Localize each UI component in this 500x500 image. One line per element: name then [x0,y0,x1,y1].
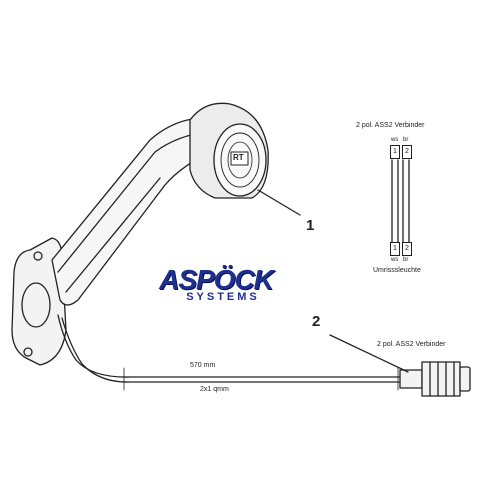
brand-logo: ASPÖCK SYSTEMS [146,264,286,306]
top-pin-1: 1 [390,145,400,159]
callout-1-leader [257,189,301,216]
mounting-hole-bottom [23,347,33,357]
lamp-arm [51,117,216,306]
bottom-pin-2: 2 [402,242,412,256]
top-pin-2: 2 [402,145,412,159]
callout-2-leader [329,334,409,373]
lamp-marking-box [230,151,249,166]
brand-name: ASPÖCK [159,264,274,295]
cable-cross-section: 2x1 qmm [200,386,229,393]
callout-2-number: 2 [312,313,321,330]
bottom-pin-code-2: br [403,257,409,263]
callout-1-number: 1 [306,217,315,234]
bottom-connector-caption: Umrisssleuchte [373,267,421,274]
mounting-hole-large [21,282,51,328]
mounting-hole-top [33,251,43,261]
top-pin-code-1: ws [391,137,399,143]
bottom-pin-code-1: ws [391,257,399,263]
mounting-flange [11,237,67,366]
cable-connector-tip [459,366,471,392]
cable-line [57,314,401,378]
bottom-pin-1: 1 [390,242,400,256]
top-connector-title: 2 pol. ASS2 Verbinder [356,122,425,129]
brand-tagline: SYSTEMS [186,291,260,303]
cable-length: 570 mm [190,362,216,369]
cable-connector-boot [399,369,423,389]
lamp-marking: RT [233,153,244,162]
cable-connector-title: 2 pol. ASS2 Verbinder [377,341,446,348]
top-pin-code-2: br [403,137,409,143]
